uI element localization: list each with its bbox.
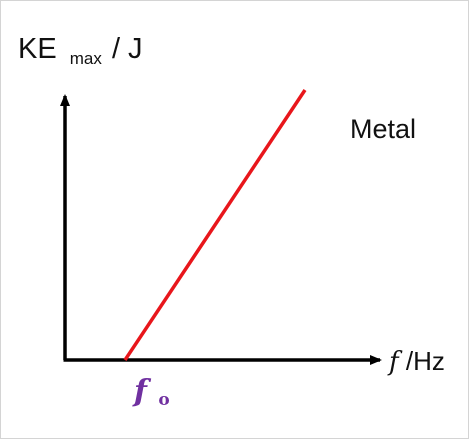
- series-label-metal: Metal: [350, 114, 416, 144]
- series-line-metal: [123, 89, 307, 361]
- y-axis-label: KE max / J: [18, 33, 143, 71]
- threshold-frequency-label: f o: [132, 374, 170, 410]
- x-axis-label: f /Hz: [387, 346, 445, 377]
